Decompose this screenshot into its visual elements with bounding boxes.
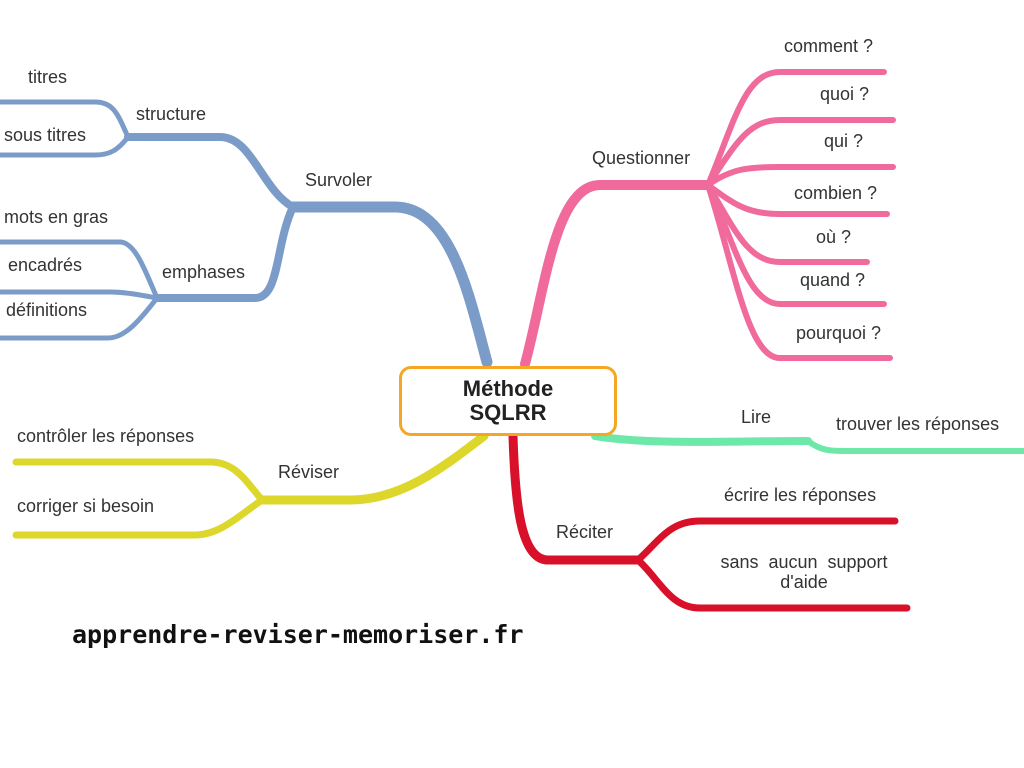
- label-ou: où ?: [816, 227, 852, 247]
- leaf-quoi: [705, 117, 896, 188]
- central-node: Méthode SQLRR: [399, 366, 617, 436]
- label-definitions: définitions: [6, 300, 88, 320]
- label-ecrire-les-reponses: écrire les réponses: [724, 485, 877, 505]
- leaf-sous-titres: [0, 134, 131, 158]
- label-comment: comment ?: [784, 36, 874, 56]
- leaf-sans-aucun: [634, 556, 911, 612]
- website-footer: apprendre-reviser-memoriser.fr: [72, 620, 524, 649]
- label-questionner: Questionner: [592, 148, 691, 168]
- branch-reviser-main: [257, 431, 489, 505]
- label-sans-aucun-support-line2: d'aide: [780, 572, 828, 592]
- leaf-titres: [0, 99, 131, 140]
- label-controler-les-reponses: contrôler les réponses: [17, 426, 195, 446]
- central-node-line1: Méthode: [462, 376, 554, 401]
- leaf-trouver: [805, 438, 1024, 455]
- branch-reciter-main: [508, 431, 643, 565]
- label-survoler: Survoler: [305, 170, 373, 190]
- label-sans-aucun-support-line1: sans aucun support: [720, 552, 888, 572]
- branch-survoler-lines: [0, 99, 493, 368]
- branch-survoler-main: [287, 201, 493, 368]
- leaf-definitions: [0, 295, 160, 341]
- branch-lire-main: [591, 432, 812, 446]
- label-titres: titres: [28, 67, 68, 87]
- label-reciter: Réciter: [556, 522, 614, 542]
- label-quoi: quoi ?: [820, 84, 870, 104]
- label-trouver-les-reponses: trouver les réponses: [836, 414, 1000, 434]
- label-reviser: Réviser: [278, 462, 340, 482]
- label-combien: combien ?: [794, 183, 878, 203]
- branch-questionner-lines: [520, 69, 896, 369]
- branch-emphases: [153, 203, 297, 302]
- label-mots-en-gras: mots en gras: [4, 207, 109, 227]
- leaf-corriger: [12, 496, 266, 539]
- label-structure: structure: [136, 104, 207, 124]
- leaf-mots-en-gras: [0, 239, 160, 301]
- branch-reviser-lines: [12, 431, 489, 539]
- label-quand: quand ?: [800, 270, 866, 290]
- central-node-line2: SQLRR: [469, 400, 547, 425]
- leaf-combien: [705, 182, 890, 217]
- branch-structure: [124, 133, 297, 211]
- label-pourquoi: pourquoi ?: [796, 323, 882, 343]
- label-encadres: encadrés: [8, 255, 83, 275]
- leaf-controler: [12, 458, 266, 504]
- label-emphases: emphases: [162, 262, 246, 282]
- label-lire: Lire: [741, 407, 772, 427]
- label-sous-titres: sous titres: [4, 125, 87, 145]
- leaf-comment: [705, 69, 887, 188]
- label-qui: qui ?: [824, 131, 864, 151]
- leaf-pourquoi: [705, 182, 893, 361]
- branch-reciter-lines: [508, 431, 911, 612]
- leaf-ecrire: [634, 517, 899, 564]
- label-sans-aucun-support: sans aucun support d'aide: [709, 552, 899, 592]
- label-corriger-si-besoin: corriger si besoin: [17, 496, 155, 516]
- leaf-encadres: [0, 289, 160, 301]
- branch-lire-lines: [591, 432, 1024, 455]
- branch-questionner-main: [520, 180, 713, 369]
- leaf-qui: [705, 164, 896, 188]
